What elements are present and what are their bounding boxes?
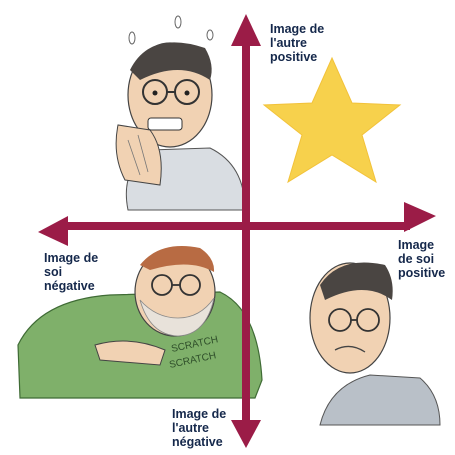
sad-man-illustration	[309, 262, 441, 426]
axis-label-top-line-3: positive	[270, 50, 318, 64]
axis-label-right-line-1: Image	[398, 238, 435, 252]
arrow-up-icon	[231, 14, 261, 46]
axis-label-bottom-line-3: négative	[172, 435, 223, 449]
arrow-right-icon	[404, 202, 436, 232]
arrow-left-icon	[38, 216, 68, 246]
star-icon	[262, 56, 402, 184]
axis-label-bottom: Image de l'autre négative	[172, 407, 226, 449]
axis-label-left-line-2: soi	[44, 265, 63, 279]
bearded-man-illustration: SCRATCH SCRATCH	[17, 246, 263, 399]
arrow-down-icon	[231, 420, 261, 448]
axis-label-right: Image de soi positive	[398, 238, 445, 280]
axis-label-top-line-1: Image de	[270, 22, 325, 36]
axis-label-right-line-2: de soi	[398, 252, 435, 266]
axes	[38, 14, 436, 448]
axis-label-bottom-line-2: l'autre	[172, 421, 210, 435]
axis-label-left-line-1: Image de	[44, 251, 99, 265]
axis-label-top-line-2: l'autre	[270, 36, 308, 50]
anxious-man-illustration	[115, 15, 246, 211]
axis-label-left-line-3: négative	[44, 279, 95, 293]
axis-label-top: Image de l'autre positive	[270, 22, 324, 64]
axis-label-bottom-line-1: Image de	[172, 407, 227, 421]
axis-label-right-line-3: positive	[398, 266, 446, 280]
axis-label-left: Image de soi négative	[44, 251, 98, 293]
